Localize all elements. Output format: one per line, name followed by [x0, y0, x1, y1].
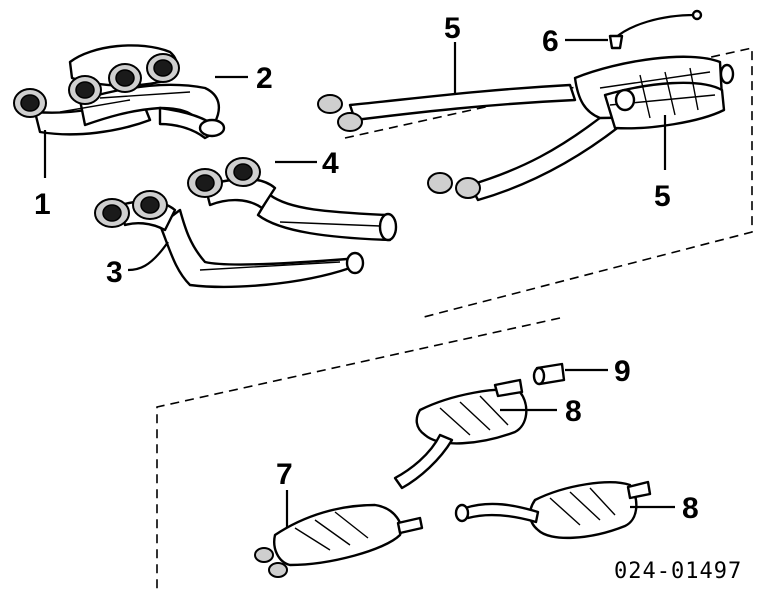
rear-muffler-lower — [454, 480, 652, 540]
callout-1: 1 — [34, 188, 51, 221]
callout-2: 2 — [256, 62, 273, 95]
callout-7: 7 — [276, 458, 293, 491]
group-outline-lower — [156, 317, 561, 592]
callout-8-upper: 8 — [565, 395, 582, 428]
callout-5-upper: 5 — [444, 12, 461, 45]
tailpipe-tip — [532, 362, 566, 386]
diagram-code: 024-01497 — [614, 559, 742, 584]
exhaust-manifold-rear — [94, 157, 398, 289]
oxygen-sensor — [608, 9, 703, 50]
exhaust-manifold-front — [13, 44, 226, 140]
callout-9: 9 — [614, 355, 631, 388]
group-outline-upper — [344, 47, 753, 319]
callout-3: 3 — [106, 256, 123, 289]
callout-5-lower: 5 — [654, 180, 671, 213]
rear-muffler-upper — [393, 378, 528, 490]
callout-8-lower: 8 — [682, 492, 699, 525]
callout-4: 4 — [322, 147, 339, 180]
front-pipe-and-center-muffler — [317, 55, 735, 202]
front-silencer — [254, 503, 424, 578]
callout-6: 6 — [542, 25, 559, 58]
leader-lines — [43, 38, 675, 528]
